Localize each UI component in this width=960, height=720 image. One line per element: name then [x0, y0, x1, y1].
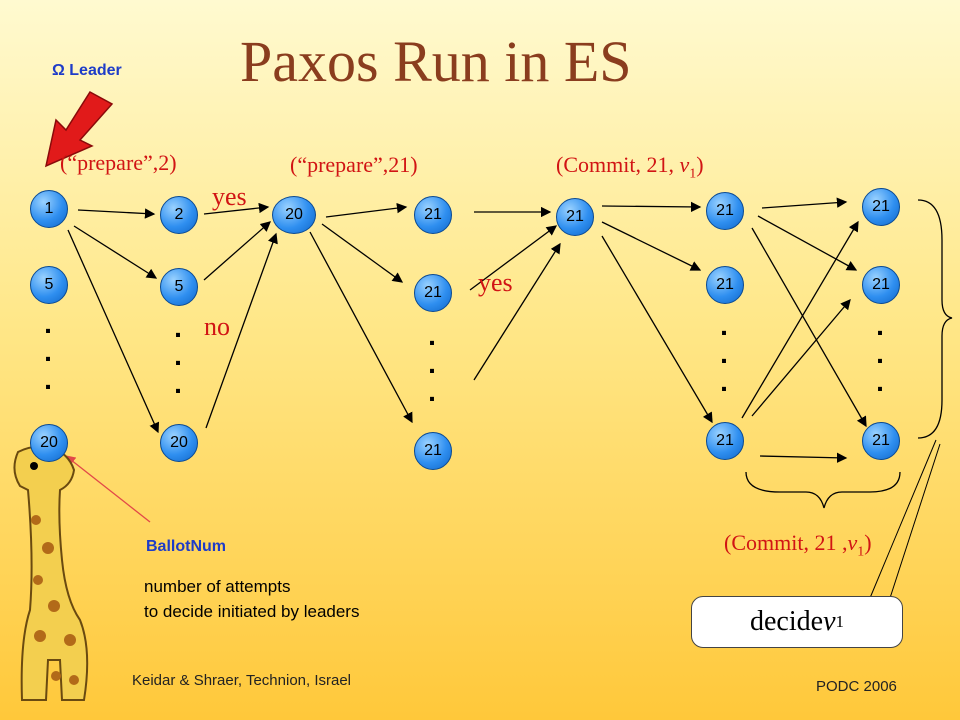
ellipsis-dots: ...	[44, 308, 52, 395]
node-c2-top: 2	[160, 196, 198, 234]
no-reply: no	[204, 312, 230, 341]
node-c6-bottom: 21	[706, 422, 744, 460]
node-c1-mid: 5	[30, 266, 68, 304]
node-c7-bottom: 21	[862, 422, 900, 460]
node-c2-bottom: 20	[160, 424, 198, 462]
node-c3-leader: 20	[272, 196, 316, 234]
leader-arrow	[44, 91, 114, 168]
node-c4-mid: 21	[414, 274, 452, 312]
giraffe-icon	[13, 445, 89, 701]
ballot-label: BallotNum	[146, 538, 226, 555]
ellipsis-dots: ...	[174, 312, 182, 399]
ellipsis-dots: ...	[428, 320, 436, 407]
yes-reply-1: yes	[212, 182, 247, 211]
node-c6-top: 21	[706, 192, 744, 230]
node-c7-mid: 21	[862, 266, 900, 304]
commit-top-message: (Commit, 21, v1)	[556, 152, 704, 182]
node-c4-bottom: 21	[414, 432, 452, 470]
leader-label: Ω Leader	[52, 62, 122, 79]
footer-conference: PODC 2006	[816, 678, 897, 695]
node-c5: 21	[556, 198, 594, 236]
node-c1-top: 1	[30, 190, 68, 228]
footer-author: Keidar & Shraer, Technion, Israel	[132, 672, 352, 689]
commit-bottom-message: (Commit, 21 ,v1)	[724, 530, 872, 560]
node-c7-top: 21	[862, 188, 900, 226]
node-c4-top: 21	[414, 196, 452, 234]
page-title: Paxos Run in ES	[240, 29, 632, 94]
node-c1-bottom: 20	[30, 424, 68, 462]
ballot-description: number of attempts to decide initiated b…	[144, 577, 360, 621]
prepare-2-message: (“prepare”,2)	[60, 150, 177, 175]
ellipsis-dots: ...	[720, 310, 728, 397]
prepare-21-message: (“prepare”,21)	[290, 152, 418, 177]
ellipsis-dots: ...	[876, 310, 884, 397]
node-c2-mid: 5	[160, 268, 198, 306]
node-c6-mid: 21	[706, 266, 744, 304]
yes-reply-2: yes	[478, 268, 513, 297]
